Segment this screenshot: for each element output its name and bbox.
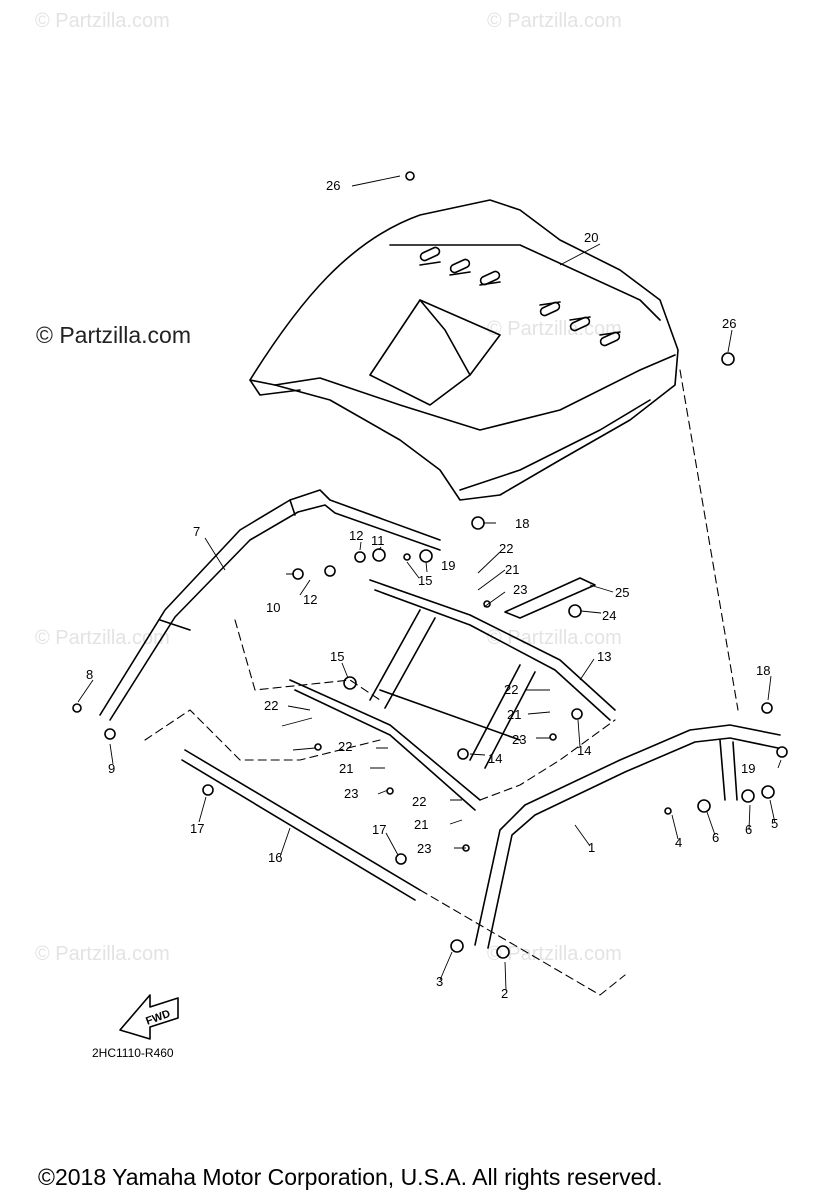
callout-21: 21	[505, 562, 519, 577]
watermark: © Partzilla.com	[35, 943, 170, 965]
callout-25: 25	[615, 585, 629, 600]
callout-19: 19	[441, 558, 455, 573]
callout-12: 12	[303, 592, 317, 607]
diagram-code: 2HC1110-R460	[92, 1046, 174, 1060]
callout-21: 21	[414, 817, 428, 832]
front-frame	[474, 724, 781, 949]
callout-17: 17	[190, 821, 204, 836]
watermark-main: © Partzilla.com	[36, 322, 191, 348]
lower-bar	[181, 749, 421, 901]
callout-1: 1	[588, 840, 595, 855]
callout-23: 23	[512, 732, 526, 747]
callout-9: 9	[108, 761, 115, 776]
callout-12: 12	[349, 528, 363, 543]
callout-26: 26	[326, 178, 340, 193]
callout-22: 22	[264, 698, 278, 713]
callout-26: 26	[722, 316, 736, 331]
callout-23: 23	[344, 786, 358, 801]
callout-5: 5	[771, 816, 778, 831]
watermark: © Partzilla.com	[35, 10, 170, 32]
callout-17: 17	[372, 822, 386, 837]
callout-15: 15	[330, 649, 344, 664]
fasteners	[72, 171, 788, 959]
bracket	[504, 577, 596, 619]
callout-23: 23	[513, 582, 527, 597]
callout-13: 13	[597, 649, 611, 664]
copyright: ©2018 Yamaha Motor Corporation, U.S.A. A…	[38, 1164, 663, 1190]
cross-frame	[289, 579, 616, 811]
callout-8: 8	[86, 667, 93, 682]
callout-21: 21	[339, 761, 353, 776]
callout-22: 22	[338, 739, 352, 754]
callout-3: 3	[436, 974, 443, 989]
callout-20: 20	[584, 230, 598, 245]
callout-16: 16	[268, 850, 282, 865]
callout-11: 11	[371, 533, 385, 548]
callout-6: 6	[745, 822, 752, 837]
callout-18: 18	[756, 663, 770, 678]
callout-14: 14	[577, 743, 591, 758]
watermark: © Partzilla.com	[35, 627, 170, 649]
callout-23: 23	[417, 841, 431, 856]
callout-10: 10	[266, 600, 280, 615]
rear-frame	[99, 489, 441, 721]
callout-18: 18	[515, 516, 529, 531]
callout-7: 7	[193, 524, 200, 539]
callout-4: 4	[675, 835, 682, 850]
callout-15: 15	[418, 573, 432, 588]
callout-19: 19	[741, 761, 755, 776]
callout-22: 22	[412, 794, 426, 809]
watermark: © Partzilla.com	[487, 10, 622, 32]
callout-24: 24	[602, 608, 616, 623]
callout-22: 22	[499, 541, 513, 556]
watermark: © Partzilla.com	[487, 943, 622, 965]
watermark: © Partzilla.com	[487, 627, 622, 649]
callout-21: 21	[507, 707, 521, 722]
callout-22: 22	[504, 682, 518, 697]
callout-6: 6	[712, 830, 719, 845]
roof-panel	[249, 199, 679, 501]
callout-2: 2	[501, 986, 508, 1001]
fwd-arrow	[119, 994, 179, 1040]
callout-14: 14	[488, 751, 502, 766]
